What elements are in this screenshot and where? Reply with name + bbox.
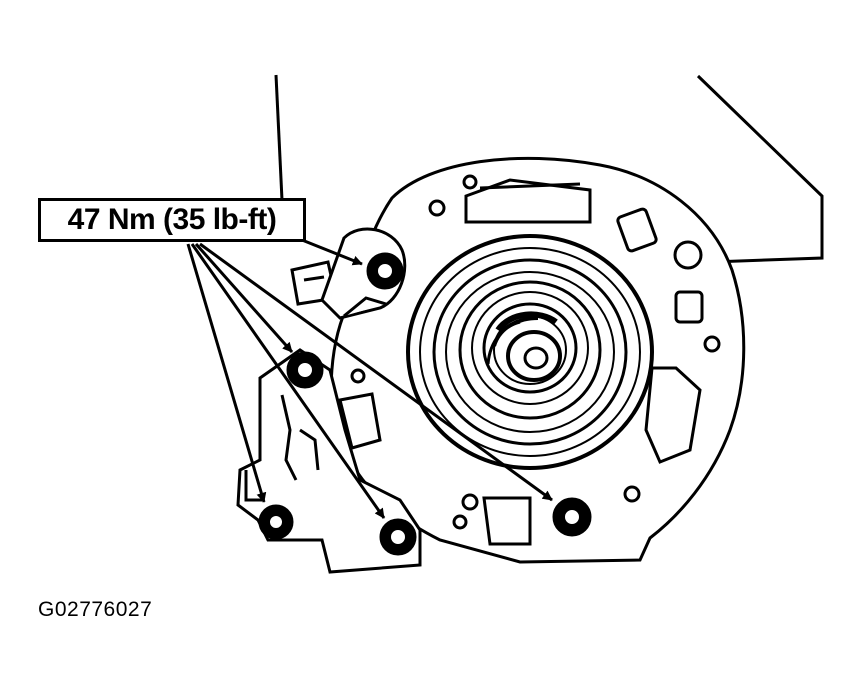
bolt-upper-left bbox=[286, 351, 324, 389]
torque-spec-callout: 47 Nm (35 lb-ft) bbox=[38, 198, 306, 242]
mounting-bolts bbox=[258, 252, 592, 556]
leader-arrow-lower-left bbox=[186, 243, 267, 503]
bolt-top bbox=[366, 252, 404, 290]
bolt-lower-right bbox=[552, 497, 592, 537]
frame-lines bbox=[274, 74, 824, 264]
leader-arrow-upper-left bbox=[194, 243, 294, 353]
leader-arrow-lower-right bbox=[199, 242, 553, 502]
leader-arrows bbox=[186, 234, 553, 519]
flange-features bbox=[338, 174, 721, 546]
leader-arrow-lower-middle bbox=[190, 243, 386, 519]
bolt-lower-middle bbox=[379, 518, 417, 556]
bearing-assembly bbox=[406, 234, 654, 470]
figure-id: G02776027 bbox=[38, 598, 153, 621]
top-tab bbox=[320, 227, 407, 320]
bolt-lower-left bbox=[258, 504, 294, 540]
